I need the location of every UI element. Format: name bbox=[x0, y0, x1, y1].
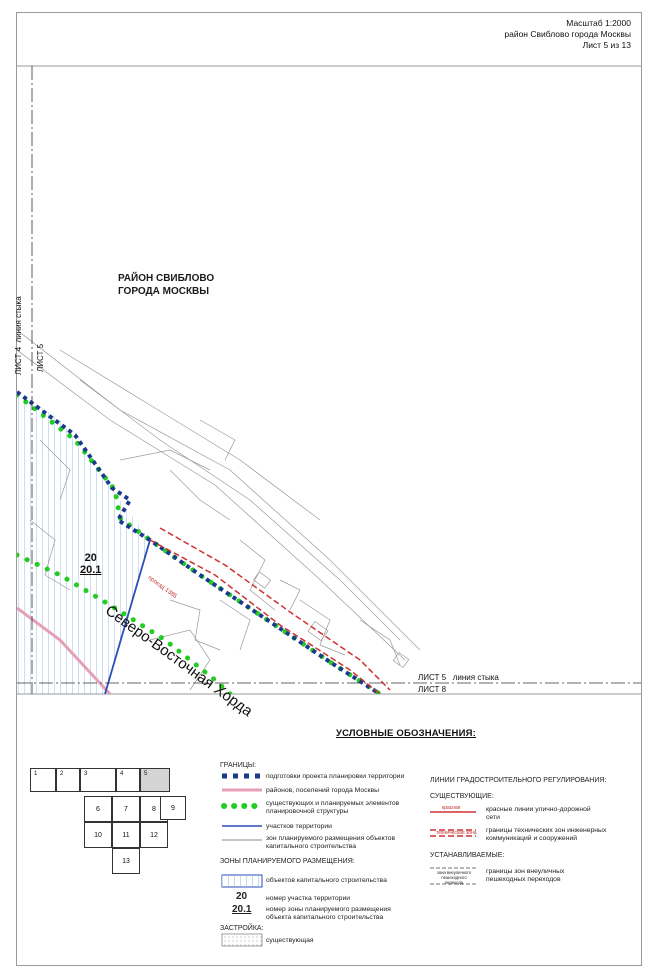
legend-ped-zone: границы зон внеуличных bbox=[486, 868, 565, 875]
index-cell-11: 11 bbox=[112, 822, 140, 848]
stitch-label-right: ЛИСТ 5 линия стыка bbox=[418, 673, 499, 682]
legend-tech-zone-2: коммуникаций и сооружений bbox=[486, 835, 578, 842]
district-label: РАЙОН СВИБЛОВО ГОРОДА МОСКВЫ bbox=[118, 272, 214, 298]
borders-heading: ГРАНИЦЫ: bbox=[220, 762, 257, 769]
legend-number-label: номер участка территории bbox=[266, 895, 351, 902]
legend-ped-zone-2: пешеходных переходов bbox=[486, 876, 561, 883]
legend-building-existing: существующая bbox=[266, 937, 314, 944]
scale-text: Масштаб 1:2000 bbox=[566, 18, 631, 28]
sheet-left-bottom-label: ЛИСТ 5 bbox=[36, 344, 45, 372]
zone-number-main: 20 bbox=[84, 552, 97, 564]
sheet-right-bottom: ЛИСТ 8 bbox=[418, 685, 447, 694]
zone-number-sub: 20.1 bbox=[80, 564, 102, 576]
district-border bbox=[17, 606, 112, 694]
legend-item-district: районов, поселений города Москвы bbox=[266, 787, 379, 794]
existing-heading: СУЩЕСТВУЮЩИЕ: bbox=[430, 793, 494, 800]
district-label-line2: ГОРОДА МОСКВЫ bbox=[118, 286, 210, 297]
zones-heading: ЗОНЫ ПЛАНИРУЕМОГО РАЗМЕЩЕНИЯ: bbox=[220, 858, 355, 865]
legend-samples bbox=[221, 773, 476, 947]
legend-subnumber-sample: 20.1 bbox=[232, 904, 252, 915]
legend-item-capital: объектов капитального строительства bbox=[266, 877, 387, 884]
index-cell-2: 2 bbox=[56, 768, 80, 792]
index-cell-10: 10 bbox=[84, 822, 112, 848]
legend-item-project: подготовки проекта планировки территории bbox=[266, 773, 405, 780]
index-cell-3: 3 bbox=[80, 768, 116, 792]
ped-sample-text: зона внеуличного пешеходного перехода bbox=[436, 870, 472, 885]
lines-heading: ЛИНИИ ГРАДОСТРОИТЕЛЬНОГО РЕГУЛИРОВАНИЯ: bbox=[430, 777, 607, 784]
legend-subnumber-label-2: объекта капитального строительства bbox=[266, 914, 384, 921]
legend-red-lines: красные линии улично-дорожной bbox=[486, 806, 591, 813]
legend-subnumber-label: номер зоны планируемого размещения bbox=[266, 906, 391, 913]
sheet-left-bottom: ЛИСТ 5 bbox=[36, 343, 45, 372]
legend-item-plots: участков территории bbox=[266, 823, 332, 830]
legend-number-sample: 20 bbox=[236, 891, 248, 902]
legend-item-planning-2: планировочной структуры bbox=[266, 808, 349, 815]
tech-sample-text: техническая зона bbox=[436, 830, 477, 836]
stitch-label-left: ЛИСТ 4 линия стыка bbox=[14, 296, 23, 375]
red-sample-text: красная bbox=[442, 805, 461, 811]
legend-tech-zone: границы технических зон инженерных bbox=[486, 827, 607, 834]
district-label-line1: РАЙОН СВИБЛОВО bbox=[118, 273, 215, 284]
established-heading: УСТАНАВЛИВАЕМЫЕ: bbox=[430, 852, 505, 859]
sheet-number-text: Лист 5 из 13 bbox=[582, 40, 631, 50]
index-cell-12: 12 bbox=[140, 822, 168, 848]
legend-item-zones: зон планируемого размещения объектов bbox=[266, 835, 396, 842]
sheet-header: Масштаб 1:2000 район Свиблово города Мос… bbox=[504, 18, 631, 51]
index-cell-5: 5 bbox=[140, 768, 170, 792]
index-cell-9: 9 bbox=[160, 796, 186, 820]
sheet-left-top: ЛИСТ 4 bbox=[14, 346, 23, 375]
index-cell-7: 7 bbox=[112, 796, 140, 822]
zone-number: 20 20.1 bbox=[80, 552, 101, 576]
legend-item-zones-2: капитального строительства bbox=[266, 843, 357, 850]
district-text: район Свиблово города Москвы bbox=[504, 29, 631, 39]
index-cell-1: 1 bbox=[30, 768, 56, 792]
legend-item-planning: существующих и планируемых элементов bbox=[266, 800, 400, 807]
sheet-right-top: ЛИСТ 5 bbox=[418, 673, 447, 682]
stitch-line-left-text: линия стыка bbox=[14, 296, 23, 343]
legend-red-lines-2: сети bbox=[486, 814, 500, 821]
index-cell-13: 13 bbox=[112, 848, 140, 874]
sheet-right-bottom-label: ЛИСТ 8 bbox=[418, 685, 446, 694]
building-heading: ЗАСТРОЙКА: bbox=[220, 925, 264, 932]
index-cell-4: 4 bbox=[116, 768, 140, 792]
project-border bbox=[17, 390, 382, 694]
stitch-line-right-text: линия стыка bbox=[452, 673, 499, 682]
legend-title: УСЛОВНЫЕ ОБОЗНАЧЕНИЯ: bbox=[336, 728, 477, 739]
index-cell-6: 6 bbox=[84, 796, 112, 822]
